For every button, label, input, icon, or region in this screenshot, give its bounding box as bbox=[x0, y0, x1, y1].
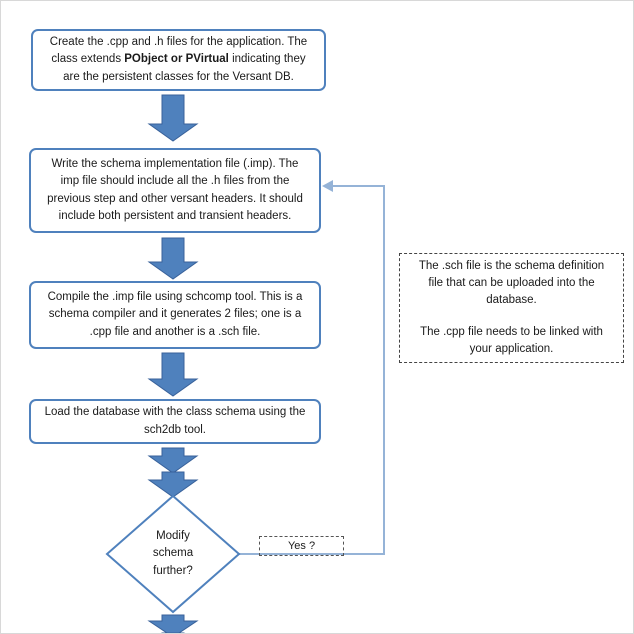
feedback-connector-line bbox=[237, 185, 385, 555]
process-box-create-files: Create the .cpp and .h files for the app… bbox=[31, 29, 326, 91]
yes-label: Yes ? bbox=[287, 540, 316, 552]
block-arrow-1-icon bbox=[147, 94, 199, 142]
process-box-2-text: Write the schema implementation file (.i… bbox=[47, 158, 303, 222]
process-box-1-text-post: indicating they are the persistent class… bbox=[63, 53, 306, 83]
process-box-load-database: Load the database with the class schema … bbox=[29, 399, 321, 444]
process-box-4-text: Load the database with the class schema … bbox=[44, 406, 306, 436]
block-arrow-2-icon bbox=[147, 237, 199, 280]
note-paragraph-2: The .cpp file needs to be linked with yo… bbox=[420, 325, 603, 355]
block-arrow-5a-icon bbox=[147, 614, 199, 633]
process-box-write-imp: Write the schema implementation file (.i… bbox=[29, 148, 321, 233]
yes-label-box: Yes ? bbox=[259, 536, 344, 556]
process-box-1-text-pre: Create the .cpp and .h files for the app… bbox=[49, 36, 308, 66]
block-arrow-4b-icon bbox=[147, 471, 199, 498]
note-box: The .sch file is the schema definition f… bbox=[399, 253, 624, 363]
decision-diamond-label: Modify schema further? bbox=[152, 530, 194, 577]
note-paragraph-1: The .sch file is the schema definition f… bbox=[418, 259, 605, 307]
decision-diamond-shape bbox=[105, 494, 241, 614]
process-box-3-text: Compile the .imp file using schcomp tool… bbox=[47, 291, 303, 338]
block-arrow-3-icon bbox=[147, 352, 199, 397]
block-arrow-4a-icon bbox=[147, 447, 199, 474]
process-box-compile-imp: Compile the .imp file using schcomp tool… bbox=[29, 281, 321, 349]
feedback-connector-arrowhead-icon bbox=[322, 180, 333, 192]
process-box-1-text-bold: PObject or PVirtual bbox=[124, 53, 229, 66]
process-box-1-text: Create the .cpp and .h files for the app… bbox=[43, 34, 314, 86]
